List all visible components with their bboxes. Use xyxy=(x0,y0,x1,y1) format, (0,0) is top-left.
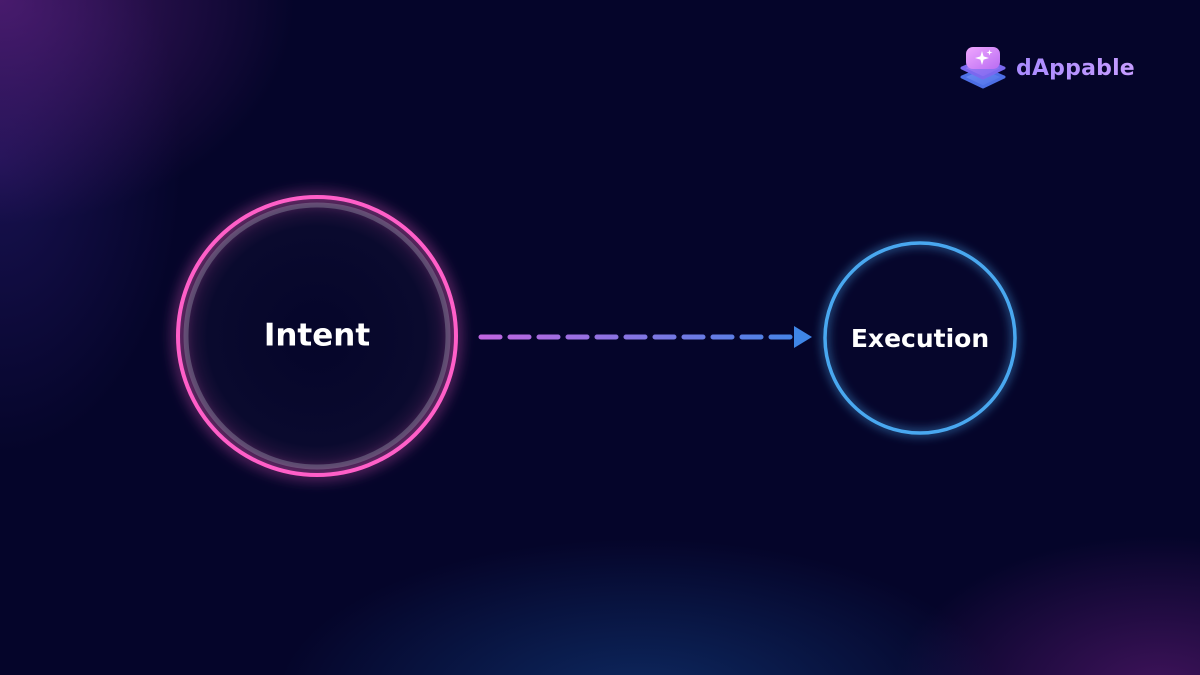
brand-name: dAppable xyxy=(1016,55,1135,81)
arrow-head xyxy=(794,326,812,348)
execution-node: Execution xyxy=(823,241,1017,435)
execution-node-ring xyxy=(823,241,1017,435)
brand-logo: dAppable xyxy=(958,44,1135,92)
intent-node: Intent xyxy=(176,195,458,477)
execution-node-fill xyxy=(826,244,1014,432)
intent-node-label: Intent xyxy=(264,318,371,354)
intent-node-ring xyxy=(176,195,458,477)
execution-node-label: Execution xyxy=(851,324,989,353)
stacked-layers-sparkle-icon xyxy=(960,47,1006,89)
intent-node-fill xyxy=(180,199,454,473)
intent-node-inner-ring xyxy=(183,202,451,470)
intent-to-execution-arrow xyxy=(478,326,812,348)
